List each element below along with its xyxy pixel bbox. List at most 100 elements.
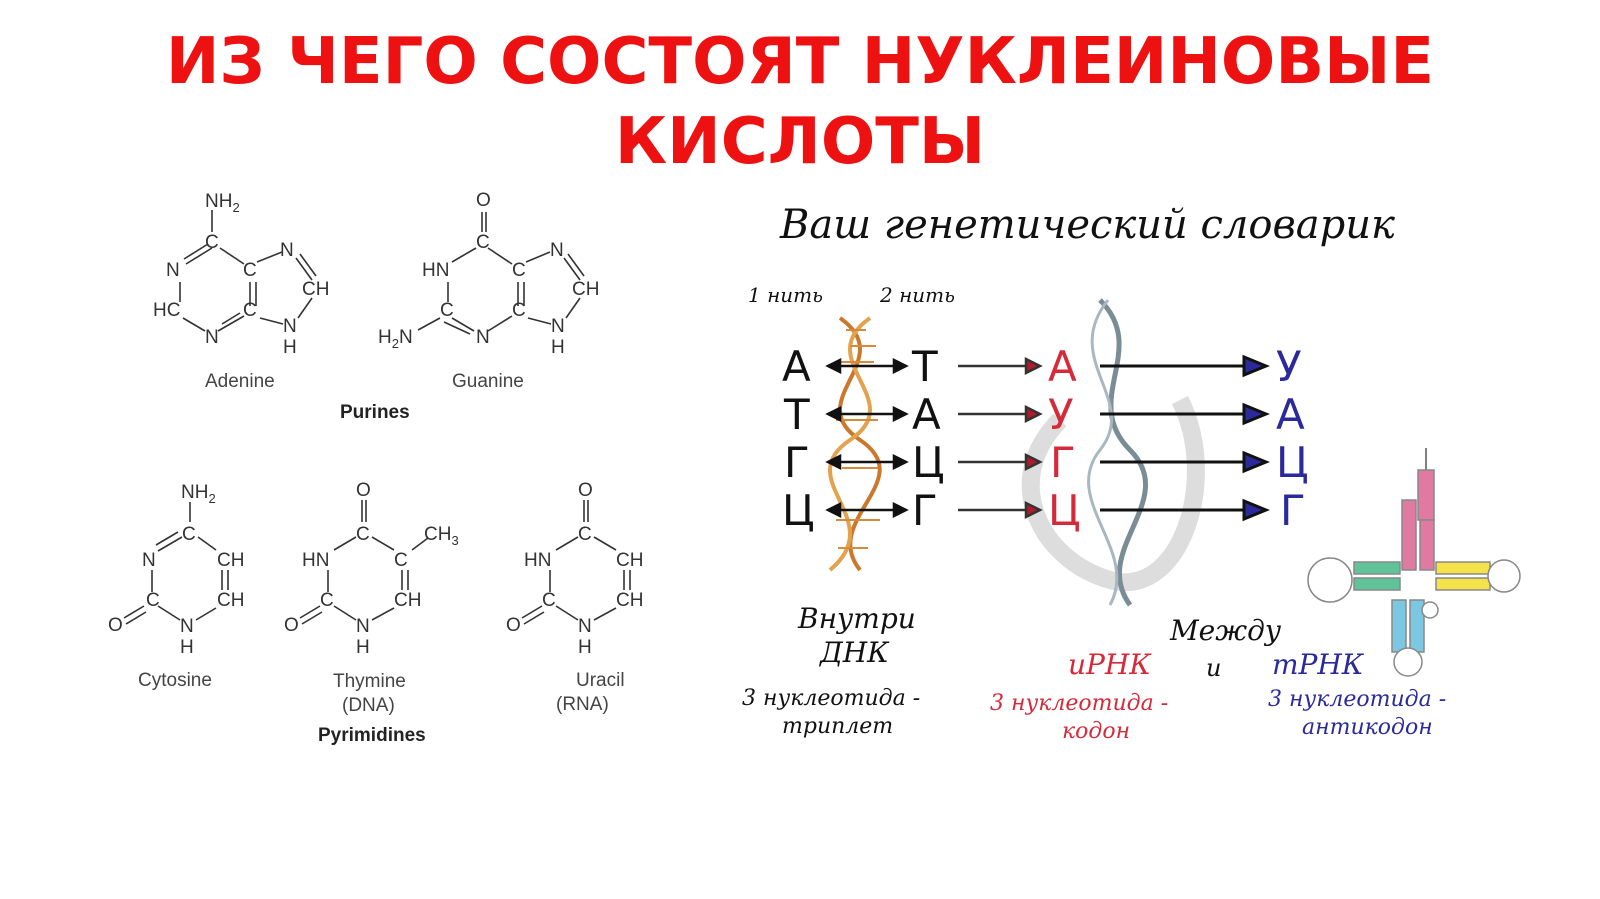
trna-letter: А: [1276, 390, 1305, 439]
trna-letter: У: [1276, 342, 1302, 391]
trna-letter: Г: [1280, 486, 1306, 535]
thymine-label: Thymine: [333, 671, 406, 692]
svg-text:H: H: [356, 637, 370, 658]
trna-column: У А Ц Г: [1276, 342, 1309, 535]
svg-text:CH3: CH3: [424, 524, 459, 548]
svg-text:H2N: H2N: [378, 327, 413, 351]
anticodon-caption-line-1: 3 нуклеотида -: [1268, 687, 1446, 712]
svg-text:C: C: [512, 300, 526, 321]
uracil-note: (RNA): [556, 694, 609, 715]
svg-text:O: O: [108, 615, 123, 636]
guanine-atoms: O C HN C N C C N CH N H H2N: [378, 190, 599, 358]
svg-text:O: O: [476, 190, 491, 211]
svg-text:HN: HN: [302, 550, 329, 571]
svg-text:N: N: [550, 240, 564, 261]
svg-text:C: C: [440, 300, 454, 321]
svg-text:C: C: [542, 590, 556, 611]
svg-text:N: N: [578, 616, 592, 637]
svg-text:N: N: [180, 616, 194, 637]
between-label: Между: [1169, 614, 1282, 647]
dna-strand-1-column: А Т Г Ц: [782, 342, 815, 535]
strand-1-label: 1 нить: [748, 283, 823, 307]
trna-label: тРНК: [1272, 648, 1365, 681]
dna-strand-1-letter: А: [782, 342, 811, 391]
dictionary-heading: Ваш генетический словарик: [779, 202, 1395, 248]
pairing-arrows: [825, 357, 909, 519]
svg-text:H: H: [180, 637, 194, 658]
mrna-letter: А: [1048, 342, 1077, 391]
cytosine-structure: [123, 502, 229, 625]
dna-helix-image: [828, 316, 882, 572]
svg-text:NH2: NH2: [181, 482, 216, 506]
svg-text:C: C: [394, 550, 408, 571]
svg-text:H: H: [283, 337, 297, 358]
adenine-atoms: NH2 C N HC N C C N CH N H: [153, 191, 329, 358]
uracil-atoms: O C HN C N H CH CH O: [506, 480, 643, 658]
svg-text:N: N: [551, 316, 565, 337]
rna-helix-image: [1021, 298, 1205, 607]
dna-strand-1-letter: Г: [784, 438, 810, 487]
adenine-structure: [179, 210, 317, 332]
page-title-line-1: ИЗ ЧЕГО СОСТОЯТ НУКЛЕИНОВЫЕ: [165, 25, 1435, 99]
trna-letter: Ц: [1276, 438, 1309, 487]
dna-strand-1-letter: Ц: [782, 486, 815, 535]
purines-label: Purines: [340, 402, 410, 423]
guanine-label: Guanine: [452, 371, 524, 392]
dna-strand-2-letter: Г: [912, 486, 938, 535]
triplet-caption-line-2: триплет: [782, 714, 893, 739]
svg-text:CH: CH: [616, 550, 643, 571]
svg-text:O: O: [356, 480, 371, 501]
svg-text:O: O: [284, 615, 299, 636]
guanine-structure: [417, 212, 585, 335]
mrna-column: А У Г Ц: [1048, 342, 1081, 535]
svg-text:CH: CH: [572, 279, 599, 300]
and-label: и: [1206, 654, 1221, 682]
svg-text:CH: CH: [217, 590, 244, 611]
svg-text:O: O: [506, 615, 521, 636]
svg-text:N: N: [205, 327, 219, 348]
svg-text:N: N: [142, 550, 156, 571]
translation-arrows: [1100, 354, 1270, 522]
transcription-arrows: [958, 356, 1043, 520]
thymine-note: (DNA): [342, 695, 395, 716]
svg-text:CH: CH: [616, 590, 643, 611]
svg-text:N: N: [356, 616, 370, 637]
svg-text:HN: HN: [524, 550, 551, 571]
svg-text:N: N: [280, 240, 294, 261]
svg-text:N: N: [166, 260, 180, 281]
svg-text:C: C: [205, 232, 219, 253]
inside-label: Внутри: [797, 602, 916, 635]
svg-text:N: N: [476, 327, 490, 348]
svg-text:HC: HC: [153, 300, 180, 321]
dna-label: ДНК: [818, 636, 890, 669]
mrna-label: иРНК: [1068, 648, 1152, 681]
dna-strand-2-letter: Т: [911, 342, 938, 391]
svg-text:C: C: [578, 524, 592, 545]
page-title-line-2: КИСЛОТЫ: [614, 105, 986, 179]
svg-text:C: C: [476, 232, 490, 253]
svg-text:C: C: [146, 590, 160, 611]
svg-text:H: H: [551, 337, 565, 358]
strand-2-label: 2 нить: [879, 283, 955, 307]
svg-text:C: C: [243, 300, 257, 321]
dna-strand-2-letter: А: [912, 390, 941, 439]
uracil-structure: [521, 500, 631, 625]
svg-text:CH: CH: [394, 590, 421, 611]
codon-caption-line-1: 3 нуклеотида -: [990, 691, 1168, 716]
svg-text:CH: CH: [217, 550, 244, 571]
dna-strand-2-column: Т А Ц Г: [911, 342, 945, 535]
svg-text:C: C: [356, 524, 370, 545]
thymine-structure: [299, 500, 429, 625]
svg-text:HN: HN: [422, 260, 449, 281]
cytosine-label: Cytosine: [138, 670, 212, 691]
svg-text:N: N: [283, 316, 297, 337]
svg-text:C: C: [243, 260, 257, 281]
svg-text:H: H: [578, 637, 592, 658]
svg-text:NH2: NH2: [205, 191, 240, 215]
svg-text:O: O: [578, 480, 593, 501]
svg-text:C: C: [512, 260, 526, 281]
anticodon-caption-line-2: антикодон: [1302, 715, 1433, 740]
dna-strand-2-letter: Ц: [912, 438, 945, 487]
svg-text:CH: CH: [302, 279, 329, 300]
dna-strand-1-letter: Т: [783, 390, 810, 439]
